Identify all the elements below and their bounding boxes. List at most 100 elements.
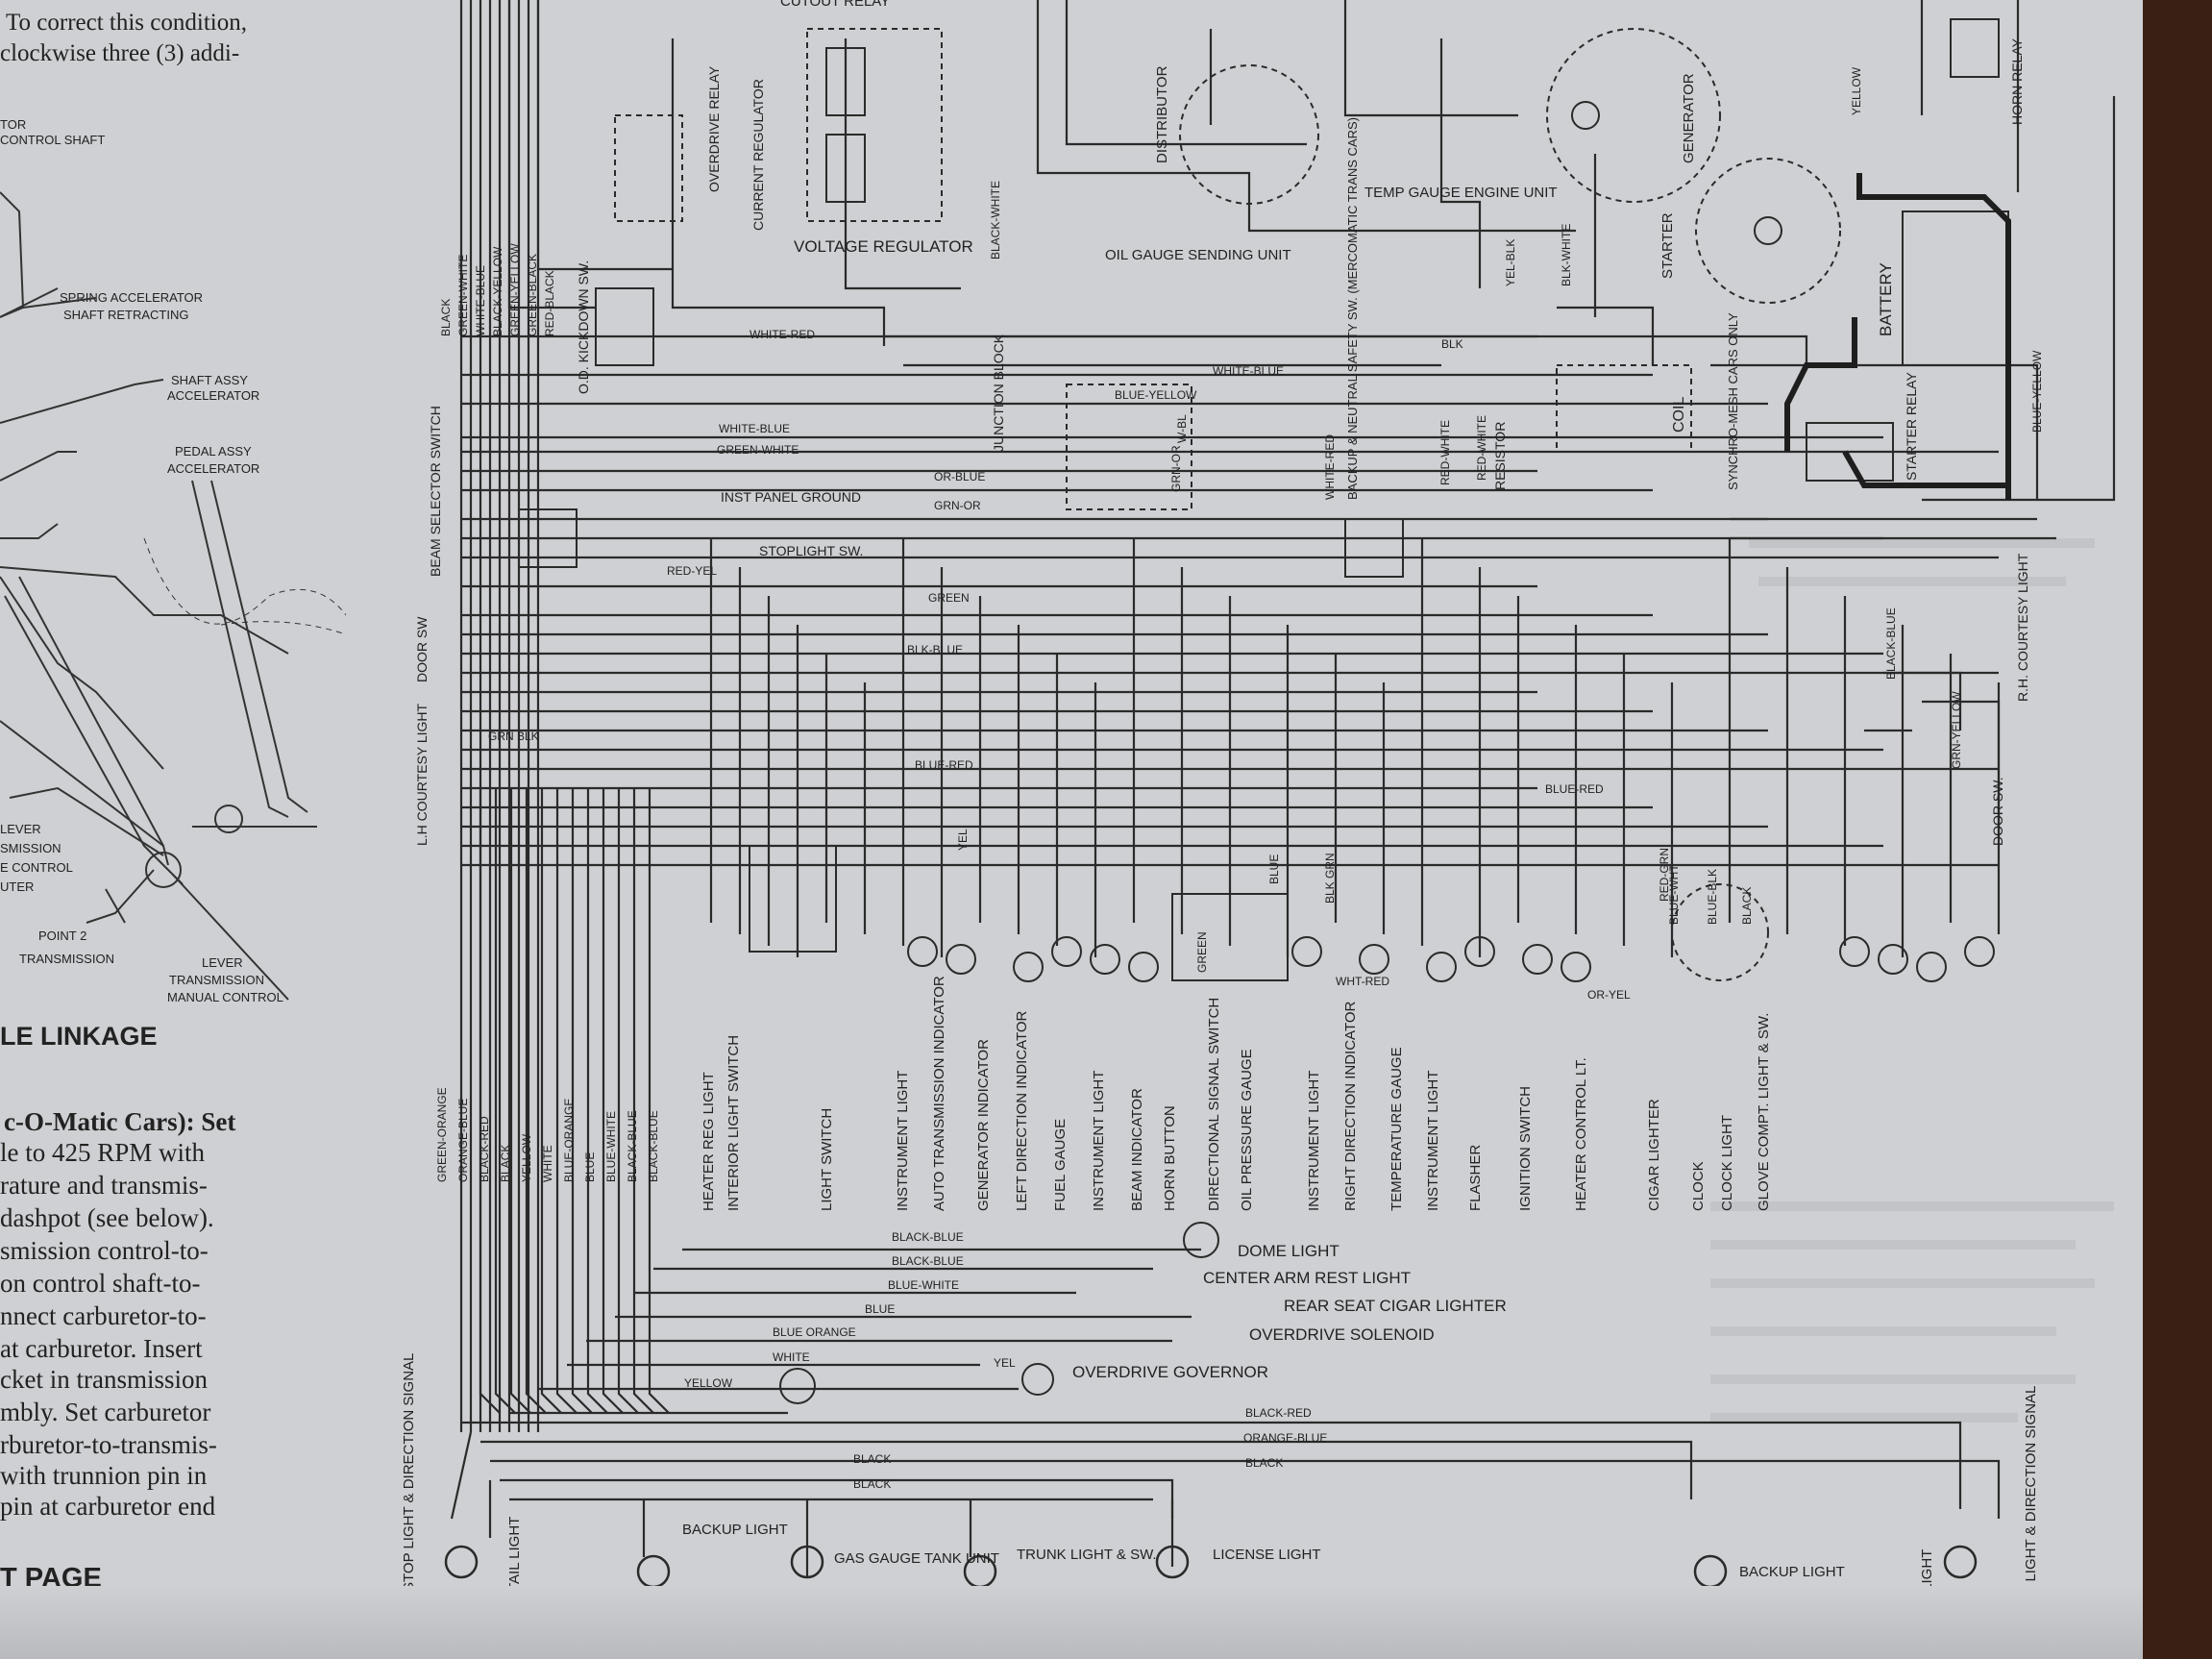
- label-lh-courtesy: L.H COURTESY LIGHT: [414, 703, 430, 846]
- body-line: nnect carburetor-to-: [0, 1301, 207, 1330]
- wire-label: BLACK-YELLOW: [491, 246, 504, 336]
- wire-label: YEL: [956, 829, 970, 851]
- wire-label: BLACK-RED: [1245, 1406, 1312, 1420]
- wire-label: BLUE-RED: [1545, 782, 1604, 796]
- wire-label: BLACK: [439, 299, 453, 336]
- instrument-label: CIGAR LIGHTER: [1646, 1099, 1662, 1211]
- body-line: with trunnion pin in: [0, 1461, 208, 1490]
- label-generator: GENERATOR: [1681, 73, 1697, 163]
- wire-label: BLACK-BLUE: [626, 1110, 639, 1182]
- callout: E CONTROL: [0, 860, 73, 875]
- body-line: smission control-to-: [0, 1236, 209, 1265]
- wire-label: BLUE-YELLOW: [2030, 350, 2044, 433]
- callout: LEVER: [0, 822, 41, 836]
- instrument-label: DIRECTIONAL SIGNAL SWITCH: [1206, 998, 1222, 1211]
- body-line: cket in transmission: [0, 1365, 208, 1394]
- label-synchromesh: SYNCHRO-MESH CARS ONLY: [1726, 312, 1740, 490]
- instrument-label: LIGHT SWITCH: [819, 1108, 835, 1211]
- column-top-line: To correct this condition,: [6, 10, 247, 36]
- wire-label: BLUE-BLK: [1706, 869, 1719, 925]
- body-line: mbly. Set carburetor: [0, 1398, 211, 1426]
- wire-label: BLACK: [853, 1477, 891, 1491]
- label-coil: COIL: [1671, 397, 1687, 433]
- wire-label: GREEN: [1195, 931, 1209, 973]
- wire-label: BLUE-WHT: [1667, 864, 1681, 925]
- instrument-label: INSTRUMENT LIGHT: [1425, 1071, 1441, 1211]
- label-battery: BATTERY: [1877, 262, 1895, 336]
- instrument-label: HEATER CONTROL LT.: [1573, 1057, 1589, 1211]
- rear-component-label: TRUNK LIGHT & SW.: [1017, 1547, 1157, 1563]
- wire-label: BLK GRN: [1323, 853, 1337, 904]
- instrument-label: GLOVE COMPT. LIGHT & SW.: [1756, 1013, 1772, 1211]
- wire-label: GRN-YELLOW: [1950, 691, 1963, 769]
- load-label: OVERDRIVE SOLENOID: [1249, 1325, 1435, 1344]
- label-oil-gauge: OIL GAUGE SENDING UNIT: [1105, 247, 1291, 263]
- wire-label: WHITE-RED: [1323, 434, 1337, 500]
- wire-label: WHT-RED: [1336, 975, 1389, 988]
- wire-label: GREEN-WHITE: [717, 443, 799, 457]
- wire-label: GRN BLK: [488, 730, 539, 743]
- callout: CONTROL SHAFT: [0, 133, 106, 147]
- instrument-label: BEAM INDICATOR: [1129, 1088, 1145, 1211]
- body-line: at carburetor. Insert: [0, 1334, 203, 1363]
- wire-label: RED-WHITE: [1438, 420, 1452, 485]
- wire-label: BLACK-BLUE: [647, 1110, 660, 1182]
- instrument-label: CLOCK LIGHT: [1719, 1115, 1735, 1211]
- wire-label: BLACK: [499, 1145, 512, 1182]
- body-line: pin at carburetor end: [0, 1492, 216, 1521]
- load-label: REAR SEAT CIGAR LIGHTER: [1284, 1297, 1507, 1315]
- wire-harness: [450, 0, 2116, 1576]
- wire-label: BLACK-BLUE: [892, 1230, 964, 1244]
- manual-page: To correct this condition, clockwise thr…: [0, 0, 2143, 1659]
- instrument-label: FLASHER: [1467, 1145, 1484, 1211]
- callout: ACCELERATOR: [167, 388, 260, 403]
- callout: SMISSION: [0, 841, 61, 855]
- adjacent-page-column: To correct this condition, clockwise thr…: [0, 0, 346, 1659]
- callout: TRANSMISSION: [19, 952, 114, 966]
- wire-label: OR-YEL: [1587, 988, 1631, 1002]
- instrument-label: HEATER REG LIGHT: [700, 1072, 717, 1211]
- label-horn-relay: HORN RELAY: [2009, 37, 2025, 125]
- rear-component-label: GAS GAUGE TANK UNIT: [834, 1550, 999, 1567]
- wire-label: RED-WHITE: [1475, 415, 1488, 481]
- load-label: OVERDRIVE GOVERNOR: [1072, 1363, 1268, 1381]
- wire-label: ORANGE-BLUE: [456, 1099, 470, 1182]
- instrument-label: INSTRUMENT LIGHT: [1306, 1071, 1322, 1211]
- wire-label: BLUE-WHITE: [888, 1278, 959, 1292]
- wire-label: YEL: [994, 1356, 1016, 1370]
- rear-component-label: LICENSE LIGHT: [1213, 1547, 1321, 1563]
- label-door-sw-left: DOOR SW: [414, 616, 430, 682]
- instrument-label: INTERIOR LIGHT SWITCH: [725, 1035, 742, 1211]
- wire-label: BLACK-RED: [478, 1116, 491, 1182]
- body-line: rature and transmis-: [0, 1171, 208, 1200]
- callout: SHAFT RETRACTING: [63, 308, 189, 322]
- label-backup-sw: BACKUP & NEUTRAL SAFETY SW. (MERCOMATIC …: [1345, 117, 1360, 500]
- body-line: le to 425 RPM with: [0, 1138, 206, 1167]
- wiring-diagram: CUTOUT RELAY VOLTAGE REGULATOR CURRENT R…: [401, 0, 2116, 1624]
- load-label: DOME LIGHT: [1238, 1242, 1339, 1260]
- body-line: dashpot (see below).: [0, 1203, 214, 1232]
- label-starter-relay: STARTER RELAY: [1904, 372, 1919, 481]
- instrument-label: OIL PRESSURE GAUGE: [1239, 1049, 1255, 1211]
- wire-label: BLK-BLUE: [907, 643, 963, 656]
- label-temp-gauge: TEMP GAUGE ENGINE UNIT: [1364, 185, 1558, 201]
- label-stoplight-sw: STOPLIGHT SW.: [759, 543, 863, 558]
- label-starter: STARTER: [1659, 212, 1676, 279]
- body-line: on control shaft-to-: [0, 1269, 201, 1298]
- instrument-label: IGNITION SWITCH: [1517, 1086, 1534, 1211]
- wire-label: WHITE-RED: [750, 328, 815, 341]
- wire-label: BLUE: [1267, 854, 1281, 884]
- wire-label: BLUE-RED: [915, 758, 973, 772]
- wire-label: YELLOW: [684, 1376, 733, 1390]
- wire-label: OR-BLUE: [934, 470, 985, 483]
- label-inst-panel-ground: INST PANEL GROUND: [721, 489, 861, 505]
- rear-component-label: STOP LIGHT & DIRECTION SIGNAL: [2023, 1386, 2039, 1624]
- wire-label: BLUE-WHITE: [604, 1111, 618, 1182]
- label-rh-courtesy: R.H. COURTESY LIGHT: [2015, 553, 2030, 702]
- instrument-label: GENERATOR INDICATOR: [975, 1039, 992, 1211]
- wire-label: BLACK-BLUE: [892, 1254, 964, 1268]
- instrument-label: LEFT DIRECTION INDICATOR: [1014, 1010, 1030, 1211]
- callout: SPRING ACCELERATOR: [60, 290, 204, 305]
- body-line: rburetor-to-transmis-: [0, 1430, 217, 1459]
- rear-component-label: BACKUP LIGHT: [1739, 1564, 1845, 1580]
